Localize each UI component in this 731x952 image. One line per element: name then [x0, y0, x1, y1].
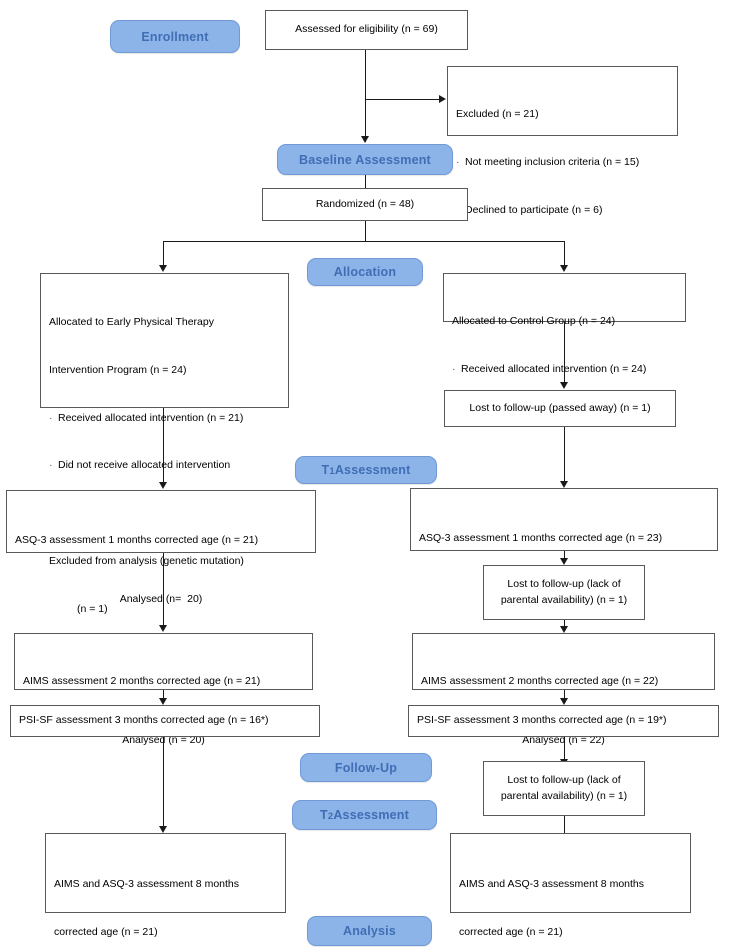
stage-label-t2-subscript: 2	[327, 810, 334, 822]
arrowhead-split-left	[158, 265, 167, 272]
assessed-text: Assessed for eligibility (n = 69)	[295, 23, 438, 36]
box-lost-followup-passed-away: Lost to follow-up (passed away) (n = 1)	[444, 390, 676, 427]
connector-psi-left-to-final-left	[163, 737, 164, 827]
connector-assessed-to-baseline	[365, 50, 366, 142]
psi-left-text: PSI-SF assessment 3 months corrected age…	[19, 714, 269, 727]
box-lost-followup-lack-1: Lost to follow-up (lack of parental avai…	[483, 565, 645, 620]
final-right-line-1: AIMS and ASQ-3 assessment 8 months	[459, 877, 645, 890]
box-allocated-control: Allocated to Control Group (n = 24) ·Rec…	[443, 273, 686, 375]
final-left-line-1: AIMS and ASQ-3 assessment 8 months	[54, 877, 240, 890]
stage-label-allocation: Allocation	[333, 265, 397, 279]
alloc-right-line-2: ·Received allocated intervention (n = 24…	[452, 362, 677, 378]
stage-label-follow-up: Follow-Up	[334, 760, 398, 775]
stage-label-t2-prefix: T	[320, 808, 328, 822]
stage-banner-analysis: Analysis	[307, 916, 432, 946]
arrowhead-asq-right-to-lost-lack-1	[559, 558, 568, 565]
connector-split-right-drop	[564, 241, 565, 266]
connector-alloc-left-to-asq-left	[163, 408, 164, 483]
bullet-icon: ·	[49, 411, 53, 424]
excluded-item-1: ·Declined to participate (n = 6)	[456, 203, 669, 219]
stage-banner-allocation: Allocation	[307, 258, 423, 286]
box-allocated-intervention: Allocated to Early Physical Therapy Inte…	[40, 273, 289, 615]
connector-lost-lack-1-to-aims-right	[564, 620, 565, 628]
box-aims-t1-intervention: AIMS assessment 2 months corrected age (…	[14, 633, 313, 746]
alloc-left-line-2: Intervention Program (n = 24)	[49, 363, 187, 376]
arrowhead-asq-left-to-aims-left	[158, 625, 167, 632]
box-asq3-t1-control: ASQ-3 assessment 1 months corrected age …	[410, 488, 718, 603]
connector-split-left-drop	[163, 241, 164, 266]
stage-label-t1-suffix: Assessment	[334, 463, 411, 477]
final-right-line-2: corrected age (n = 21)	[459, 925, 563, 938]
alloc-right-line-1: Allocated to Control Group (n = 24)	[452, 314, 616, 327]
bullet-icon: ·	[456, 155, 460, 168]
psi-right-text: PSI-SF assessment 3 months corrected age…	[417, 714, 667, 727]
alloc-left-line-1: Allocated to Early Physical Therapy	[49, 315, 214, 328]
box-psisf-control: PSI-SF assessment 3 months corrected age…	[408, 705, 719, 737]
asq-left-line-1: ASQ-3 assessment 1 months corrected age …	[15, 533, 259, 546]
box-lost-followup-lack-2: Lost to follow-up (lack of parental avai…	[483, 761, 645, 816]
bullet-icon: ·	[452, 362, 456, 375]
box-excluded: Excluded (n = 21) ·Not meeting inclusion…	[447, 66, 678, 216]
stage-label-enrollment: Enrollment	[141, 29, 209, 44]
stage-banner-enrollment: Enrollment	[110, 20, 240, 53]
excluded-item-0: ·Not meeting inclusion criteria (n = 15)	[456, 155, 669, 171]
connector-lost-lack-2-to-final-right	[564, 816, 565, 835]
alloc-left-line-7: (n = 1)	[77, 603, 108, 616]
arrowhead-aims-left-to-psi-left	[158, 698, 167, 705]
lost-passed-away-text: Lost to follow-up (passed away) (n = 1)	[469, 401, 651, 414]
box-randomized: Randomized (n = 48)	[262, 188, 468, 221]
arrowhead-alloc-left-to-asq-left	[158, 482, 167, 489]
box-aims-t1-control: AIMS assessment 2 months corrected age (…	[412, 633, 715, 746]
alloc-left-line-3: ·Received allocated intervention (n = 21…	[49, 411, 280, 427]
connector-split-horizontal	[163, 241, 565, 242]
connector-aims-right-to-psi-right	[564, 690, 565, 699]
connector-alloc-right-to-lost	[564, 322, 565, 383]
randomized-text: Randomized (n = 48)	[315, 197, 415, 210]
arrowhead-lost-to-asq-right	[559, 481, 568, 488]
connector-asq-right-to-lost-lack-1	[564, 551, 565, 560]
box-final-t2-control: AIMS and ASQ-3 assessment 8 months corre…	[450, 833, 691, 938]
alloc-left-line-6: Excluded from analysis (genetic mutation…	[49, 555, 244, 568]
stage-label-t1-subscript: 1	[329, 465, 335, 477]
arrowhead-assessed-to-excluded	[439, 94, 446, 103]
aims-left-line-1: AIMS assessment 2 months corrected age (…	[23, 674, 261, 687]
arrowhead-alloc-right-to-lost	[559, 382, 568, 389]
connector-randomized-down	[365, 221, 366, 241]
lost-lack-1-line-2: parental availability) (n = 1)	[500, 593, 628, 606]
box-psisf-intervention: PSI-SF assessment 3 months corrected age…	[10, 705, 320, 737]
connector-aims-left-to-psi-left	[163, 690, 164, 699]
connector-assessed-to-excluded	[365, 99, 440, 100]
arrowhead-psi-left-to-final-left	[158, 826, 167, 833]
alloc-left-line-4: ·Did not receive allocated intervention	[49, 458, 280, 474]
arrowhead-split-right	[559, 265, 568, 272]
stage-label-baseline-assessment: Baseline Assessment	[299, 152, 431, 167]
stage-banner-follow-up: Follow-Up	[300, 753, 432, 782]
arrowhead-assessed-to-baseline	[360, 136, 369, 143]
connector-psi-right-to-lost-lack-2	[564, 737, 565, 760]
bullet-icon: ·	[49, 459, 53, 472]
excluded-heading: Excluded (n = 21)	[456, 107, 539, 120]
arrowhead-lost-lack-1-to-aims-right	[559, 626, 568, 633]
asq-right-line-1: ASQ-3 assessment 1 months corrected age …	[419, 531, 663, 544]
asq-left-line-2: Analysed (n= 20)	[119, 592, 203, 605]
aims-right-line-1: AIMS assessment 2 months corrected age (…	[421, 674, 659, 687]
stage-label-t2-suffix: Assessment	[333, 808, 409, 822]
lost-lack-1-line-1: Lost to follow-up (lack of	[507, 577, 621, 590]
lost-lack-2-line-1: Lost to follow-up (lack of	[507, 773, 621, 786]
stage-label-analysis: Analysis	[342, 924, 397, 938]
arrowhead-aims-right-to-psi-right	[559, 698, 568, 705]
box-final-t2-intervention: AIMS and ASQ-3 assessment 8 months corre…	[45, 833, 286, 938]
final-left-line-2: corrected age (n = 21)	[54, 925, 158, 938]
stage-label-t1-prefix: T	[321, 463, 330, 477]
box-assessed-for-eligibility: Assessed for eligibility (n = 69)	[265, 10, 468, 50]
stage-banner-baseline-assessment: Baseline Assessment	[277, 144, 453, 175]
connector-baseline-to-randomized	[365, 175, 366, 189]
box-asq3-t1-intervention: ASQ-3 assessment 1 months corrected age …	[6, 490, 316, 605]
connector-asq-left-to-aims-left	[163, 553, 164, 626]
connector-lost-to-asq-right	[564, 427, 565, 482]
lost-lack-2-line-2: parental availability) (n = 1)	[500, 789, 628, 802]
